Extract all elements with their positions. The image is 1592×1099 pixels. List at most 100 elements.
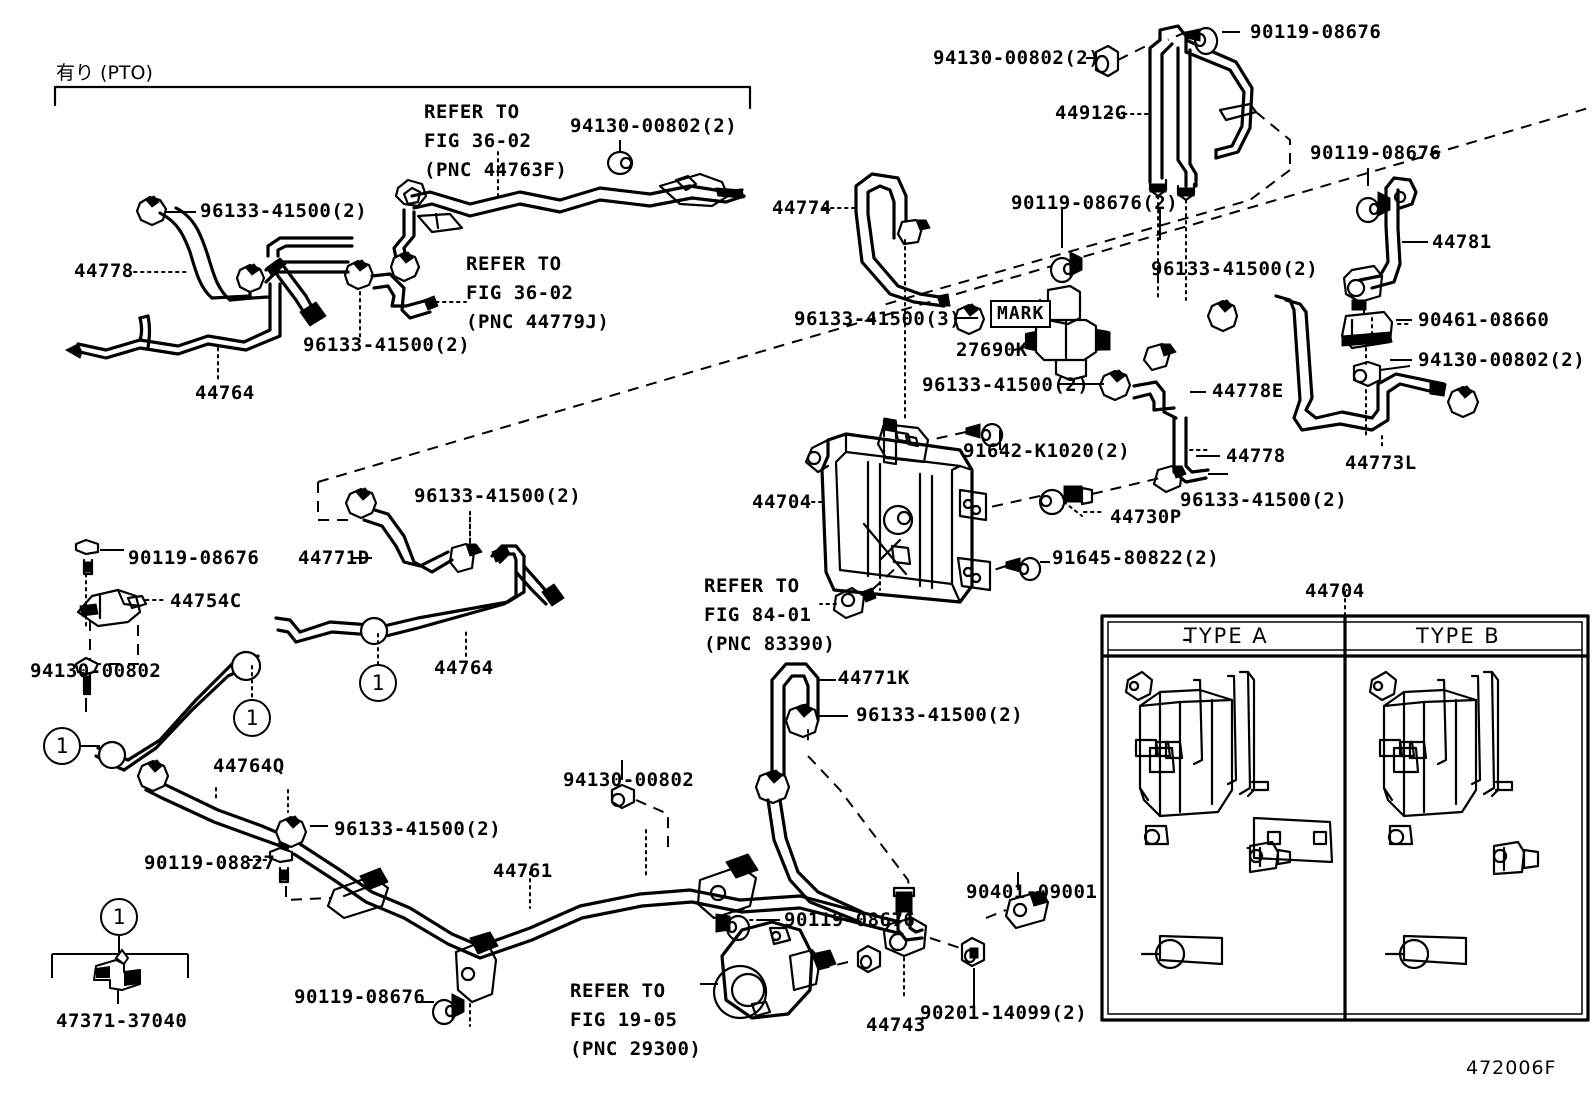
- label-90119-08676-tr1: 90119-08676: [1250, 21, 1382, 43]
- hose-44774: [854, 172, 986, 421]
- diagram-code: 472006F: [1466, 1057, 1557, 1079]
- label-44704: 44704: [752, 491, 812, 513]
- balloon-1-b: 1: [233, 699, 271, 737]
- balloon-1-legend: 1: [100, 898, 138, 936]
- label-90201-14099: 90201-14099(2): [920, 1002, 1088, 1024]
- hose-44778E: [1132, 342, 1178, 420]
- balloon-1-c: 1: [359, 664, 397, 702]
- label-96133-41500-d: 96133-41500(2): [922, 374, 1090, 396]
- sensor-44730P: [985, 477, 1161, 517]
- bolt-90119-bottom-left: [416, 993, 471, 1027]
- label-27690K: 27690K: [956, 339, 1028, 361]
- label-44781: 44781: [1432, 231, 1492, 253]
- nut-90201: [929, 936, 986, 1008]
- label-44778-a: 44778: [74, 260, 134, 282]
- label-44754C: 44754C: [170, 590, 242, 612]
- ref-fig-36-02-44763F: REFER TO FIG 36-02 (PNC 44763F): [424, 101, 568, 181]
- label-96133-41500-f: 96133-41500(2): [1180, 489, 1348, 511]
- inset-type-b-header: TYPE B: [1416, 624, 1501, 648]
- tube-44764-mid: [274, 544, 565, 665]
- label-96133-41500-g: 96133-41500(2): [414, 485, 582, 507]
- hose-44773L: [1206, 294, 1480, 437]
- label-96133-41500-i: 96133-41500(2): [856, 704, 1024, 726]
- bracket-44754C: [76, 588, 167, 665]
- bracket-44912G: [1148, 24, 1258, 202]
- bolt-90119-top-right: [1185, 26, 1219, 56]
- hose-44771D: [344, 487, 483, 574]
- label-44912G: 44912G: [1055, 102, 1127, 124]
- label-44778-b: 44778: [1226, 445, 1286, 467]
- label-44778E: 44778E: [1212, 380, 1284, 402]
- bolt-91645: [987, 556, 1042, 582]
- label-44773L: 44773L: [1345, 452, 1417, 474]
- bolt-90119-bottom-right: [715, 905, 773, 942]
- connector-83390: [819, 539, 899, 620]
- hose-44771K: [754, 662, 913, 924]
- label-91642-K1020: 91642-K1020(2): [963, 440, 1131, 462]
- ref-fig-36-02-44779J: REFER TO FIG 36-02 (PNC 44779J): [466, 253, 610, 333]
- label-44771D: 44771D: [298, 547, 370, 569]
- label-96133-41500-c: 96133-41500(3): [794, 308, 962, 330]
- pto-group-bracket: [53, 85, 752, 110]
- pump-29300: [700, 920, 837, 1020]
- ref-fig-19-05: REFER TO FIG 19-05 (PNC 29300): [570, 980, 702, 1060]
- grommet-94130-bottom-center: [610, 760, 669, 850]
- inset-tank-type-a: [1124, 638, 1334, 970]
- label-44764-b: 44764: [434, 657, 494, 679]
- grommet-94130-top-right: [1094, 44, 1120, 78]
- label-44730P: 44730P: [1110, 506, 1182, 528]
- label-96133-41500-b: 96133-41500(2): [303, 334, 471, 356]
- label-90119-08676-ml: 90119-08676: [128, 547, 260, 569]
- tube-44764-left: [64, 282, 282, 360]
- mark-callout-box: MARK: [990, 300, 1052, 328]
- inset-part-number: 44704: [1305, 580, 1365, 602]
- part-44743: [815, 886, 928, 999]
- label-96133-41500-h: 96133-41500(2): [334, 818, 502, 840]
- inset-tank-type-b: [1368, 670, 1540, 970]
- label-90119-08676-r: 90119-08676: [1310, 142, 1442, 164]
- label-96133-41500-a: 96133-41500(2): [200, 200, 368, 222]
- junction-clamps-left: [235, 259, 375, 294]
- label-44764-a: 44764: [195, 382, 255, 404]
- ref-fig-84-01: REFER TO FIG 84-01 (PNC 83390): [704, 575, 836, 655]
- label-44774: 44774: [772, 197, 832, 219]
- label-94130-00802-bc: 94130-00802: [563, 769, 695, 791]
- group-note-pto: 有り (PTO): [56, 62, 153, 84]
- grommet-94130-mid-left: [74, 656, 100, 712]
- tube-44761: [292, 829, 904, 1004]
- label-90119-08676-tr2: 90119-08676(2): [1011, 192, 1179, 214]
- bolt-90119-mid-left: [74, 538, 124, 629]
- label-90461-08660: 90461-08660: [1418, 309, 1550, 331]
- label-94130-00802-top: 94130-00802(2): [570, 115, 738, 137]
- inset-frame: [1100, 591, 1590, 1022]
- label-94130-00802-r: 94130-00802(2): [1418, 349, 1586, 371]
- label-90119-08676-br: 90119-08676: [784, 909, 916, 931]
- tube-44764Q-lower: [78, 650, 308, 851]
- nut-90401: [985, 872, 1050, 930]
- label-94130-00802-ml: 94130-00802: [30, 660, 162, 682]
- label-44743: 44743: [866, 1014, 926, 1036]
- fuel-rail-44763F: [389, 150, 746, 283]
- clamp-96133-valve-right: [1098, 369, 1132, 402]
- hose-44778-assembly: [135, 195, 270, 302]
- label-44771K: 44771K: [838, 667, 910, 689]
- label-47371-37040: 47371-37040: [56, 1010, 188, 1032]
- hose-tee-branch: [264, 236, 354, 327]
- bolt-90119-08827: [245, 846, 331, 902]
- leader-dashes-top-right: [879, 31, 1291, 307]
- section-divider-dashed: [317, 106, 1592, 521]
- label-44761: 44761: [493, 860, 553, 882]
- bolt-90119-right: [1355, 168, 1391, 224]
- reservoir-44704: [804, 417, 992, 604]
- bracket-44781: [1342, 176, 1418, 311]
- inset-type-a-header: TYPE A: [1184, 624, 1269, 648]
- label-94130-00802-tr: 94130-00802(2): [933, 47, 1101, 69]
- label-90119-08827: 90119-08827: [144, 852, 276, 874]
- bolt-90119-above-valve: [1049, 208, 1083, 284]
- label-90401-09001: 90401-09001: [966, 881, 1098, 903]
- hose-44778-right: [1152, 416, 1228, 494]
- label-44764Q: 44764Q: [213, 755, 285, 777]
- label-91645-80822: 91645-80822(2): [1052, 547, 1220, 569]
- hose-44779J: [370, 272, 439, 320]
